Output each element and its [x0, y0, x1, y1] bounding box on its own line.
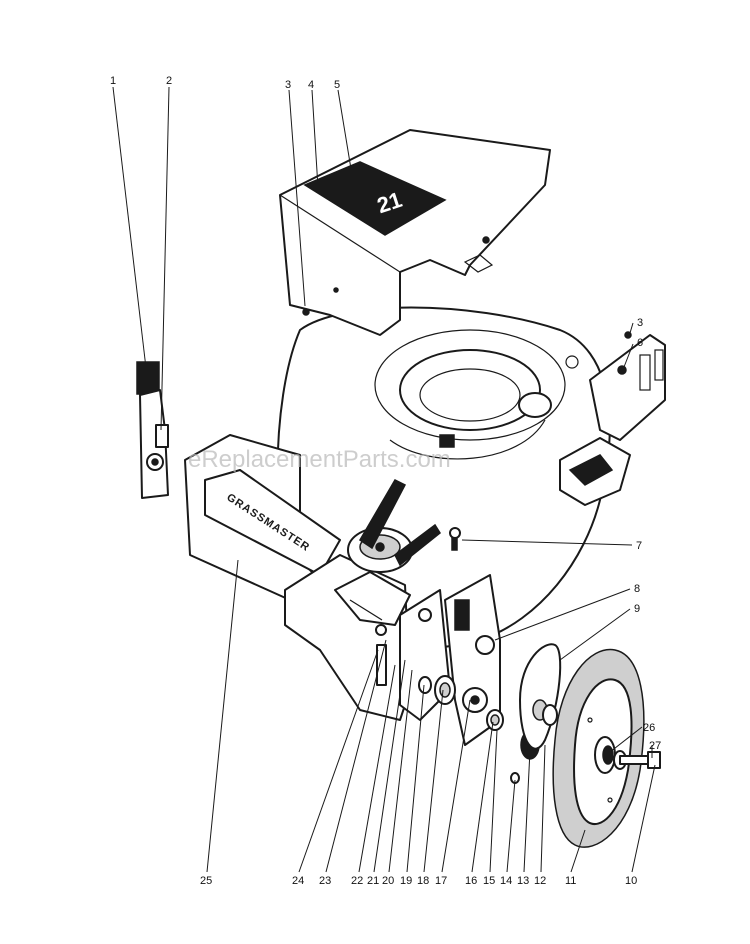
height-adjust-lever	[136, 361, 169, 499]
callout-13: 13	[517, 875, 529, 887]
leader-lines	[112, 86, 656, 873]
callout-10: 10	[625, 875, 637, 887]
number-decal	[303, 161, 447, 236]
callout-6: 6	[637, 337, 643, 349]
callout-16: 16	[465, 875, 477, 887]
callout-19: 19	[400, 875, 412, 887]
callout-labels: 1 2 3 4 5 3 6 7 8 9 26 27 25 24 23 22 21…	[110, 75, 661, 887]
callout-14: 14	[500, 875, 512, 887]
rear-baffle	[559, 437, 631, 506]
callout-9: 9	[634, 603, 640, 615]
callout-26: 26	[643, 722, 655, 734]
callout-15: 15	[483, 875, 495, 887]
screw-7	[449, 527, 461, 551]
callout-3: 3	[285, 79, 291, 91]
callout-27: 27	[649, 740, 661, 752]
callout-8: 8	[634, 583, 640, 595]
rear-handle-bracket	[589, 331, 666, 441]
callout-24: 24	[292, 875, 304, 887]
callout-1: 1	[110, 75, 116, 87]
callout-11: 11	[565, 875, 576, 887]
callout-20: 20	[382, 875, 394, 887]
callout-21: 21	[367, 875, 379, 887]
callout-5: 5	[334, 79, 340, 91]
callout-23: 23	[319, 875, 331, 887]
wheel-assembly	[552, 648, 645, 848]
callout-3b: 3	[637, 317, 643, 329]
callout-2: 2	[166, 75, 172, 87]
callout-18: 18	[417, 875, 429, 887]
axle-bolt	[613, 750, 661, 770]
chute-cover: 21	[279, 129, 551, 336]
front-housing: GRASSMASTER	[184, 434, 341, 601]
axle-components	[418, 643, 562, 784]
watermark-text: eReplacementParts.com	[188, 446, 451, 473]
callout-7: 7	[636, 540, 642, 552]
drive-belt	[358, 479, 441, 567]
callout-4: 4	[308, 79, 314, 91]
callout-17: 17	[435, 875, 447, 887]
callout-25: 25	[200, 875, 212, 887]
callout-22: 22	[351, 875, 363, 887]
callout-12: 12	[534, 875, 546, 887]
adjuster-spring	[349, 599, 387, 686]
